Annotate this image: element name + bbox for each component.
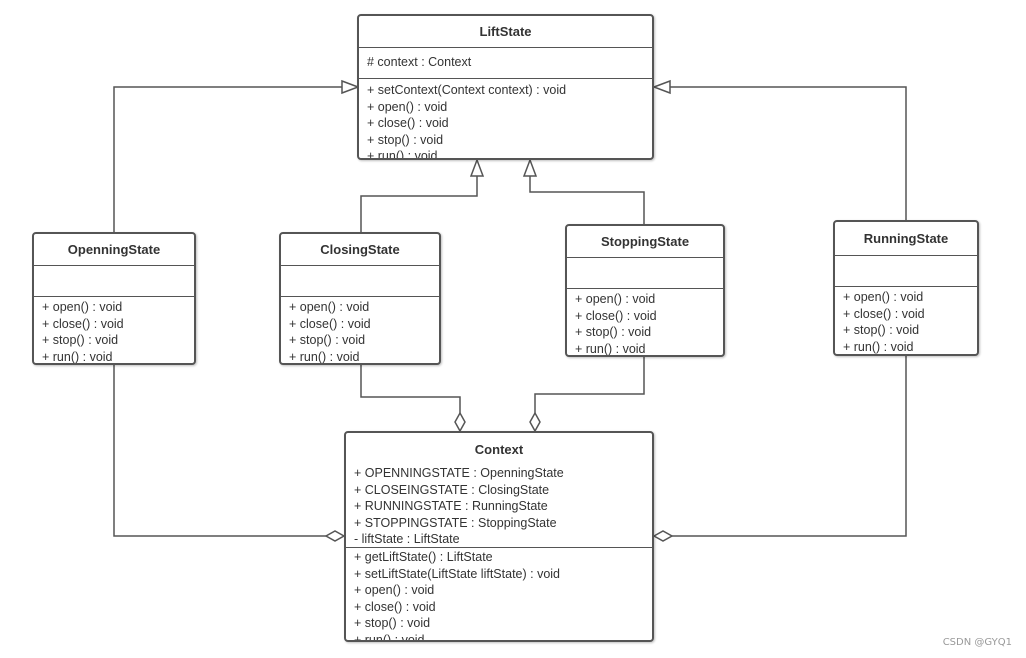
class-name: ClosingState xyxy=(281,234,439,266)
class-name: RunningState xyxy=(835,222,977,256)
attribute: + CLOSEINGSTATE : ClosingState xyxy=(354,482,550,497)
operation: + run() : void xyxy=(575,341,646,356)
operation: + stop() : void xyxy=(289,333,366,348)
operation: + stop() : void xyxy=(843,323,920,338)
attribute-compartment xyxy=(34,266,194,297)
aggregation-openning-to-context xyxy=(113,365,346,542)
operation: + run() : void xyxy=(843,339,914,354)
attribute: + RUNNINGSTATE : RunningState xyxy=(354,499,548,514)
operation-compartment: + open() : void + close() : void + stop(… xyxy=(281,297,439,364)
operation: + stop() : void xyxy=(42,333,119,348)
attribute-compartment xyxy=(281,266,439,297)
operation: + open() : void xyxy=(354,583,435,598)
operation: + stop() : void xyxy=(354,616,431,631)
generalization-openning-to-liftstate xyxy=(113,79,361,232)
operation-compartment: + open() : void + close() : void + stop(… xyxy=(567,289,723,356)
class-stoppingstate: StoppingState + open() : void + close() … xyxy=(565,224,725,357)
operation: + setContext(Context context) : void xyxy=(367,83,567,97)
aggregation-running-to-context xyxy=(652,356,907,542)
class-closingstate: ClosingState + open() : void + close() :… xyxy=(279,232,441,365)
operation: + close() : void xyxy=(843,306,925,321)
class-name: OpenningState xyxy=(34,234,194,266)
operation: + run() : void xyxy=(42,349,113,364)
operation: + stop() : void xyxy=(367,132,444,147)
operation: + run() : void xyxy=(367,149,438,160)
generalization-closing-to-liftstate xyxy=(360,157,485,232)
attribute: - liftState : LiftState xyxy=(354,532,460,547)
operation-compartment: + setContext(Context context) : void + o… xyxy=(359,79,652,160)
class-name: StoppingState xyxy=(567,226,723,258)
aggregation-closing-to-context xyxy=(360,365,466,433)
operation: + open() : void xyxy=(575,292,656,306)
operation: + close() : void xyxy=(289,316,371,331)
operation: + open() : void xyxy=(42,300,123,314)
aggregation-stopping-to-context xyxy=(529,357,645,433)
attribute: + OPENNINGSTATE : OpenningState xyxy=(354,466,564,480)
operation: + stop() : void xyxy=(575,325,652,340)
operation: + close() : void xyxy=(354,599,436,614)
generalization-running-to-liftstate xyxy=(651,79,907,220)
class-name: Context xyxy=(474,441,524,457)
class-runningstate: RunningState + open() : void + close() :… xyxy=(833,220,979,356)
attribute: + STOPPINGSTATE : StoppingState xyxy=(354,515,557,530)
class-liftstate: LiftState # context : Context + setConte… xyxy=(357,14,654,160)
generalization-stopping-to-liftstate xyxy=(522,157,645,224)
class-openningstate: OpenningState + open() : void + close() … xyxy=(32,232,196,365)
operation: + close() : void xyxy=(42,316,124,331)
operation: + close() : void xyxy=(575,308,657,323)
operation: + getLiftState() : LiftState xyxy=(354,550,493,564)
operation-compartment: + getLiftState() : LiftState + setLiftSt… xyxy=(346,548,652,642)
operation: + run() : void xyxy=(354,632,425,642)
operation: + open() : void xyxy=(843,290,924,304)
operation: + open() : void xyxy=(367,99,448,114)
attribute-compartment: # context : Context xyxy=(359,48,652,79)
watermark: CSDN @GYQ1 xyxy=(942,637,1012,648)
operation: + setLiftState(LiftState liftState) : vo… xyxy=(354,566,561,581)
operation: + open() : void xyxy=(289,300,370,314)
operation-compartment: + open() : void + close() : void + stop(… xyxy=(34,297,194,364)
operation: + run() : void xyxy=(289,349,360,364)
operation: + close() : void xyxy=(367,116,449,131)
operation-compartment: + open() : void + close() : void + stop(… xyxy=(835,287,977,354)
attribute-compartment: + OPENNINGSTATE : OpenningState + CLOSEI… xyxy=(346,465,652,548)
class-context: Context + OPENNINGSTATE : OpenningState … xyxy=(344,431,654,642)
class-name: LiftState xyxy=(359,16,652,48)
attribute-compartment xyxy=(567,258,723,289)
attribute-compartment xyxy=(835,256,977,287)
attribute: # context : Context xyxy=(367,55,472,69)
